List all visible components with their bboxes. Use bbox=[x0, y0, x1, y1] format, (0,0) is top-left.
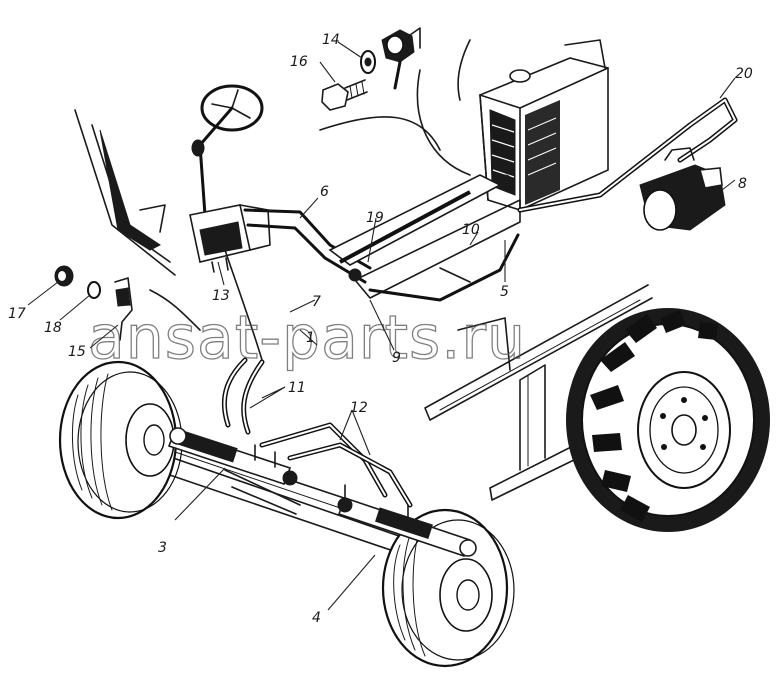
front-left-wheel bbox=[58, 360, 183, 520]
return-line-20 bbox=[517, 97, 738, 213]
hoses-12 bbox=[259, 422, 413, 508]
callout-20: 20 bbox=[735, 66, 753, 82]
leader-lines bbox=[27, 41, 736, 611]
tractor-frame bbox=[424, 284, 653, 501]
callout-16: 16 bbox=[290, 54, 308, 70]
oil-tank bbox=[479, 39, 609, 211]
cab-panel bbox=[74, 109, 201, 331]
steering-pump-unit-13 bbox=[189, 204, 271, 361]
callout-17: 17 bbox=[8, 306, 26, 322]
callout-9: 9 bbox=[392, 350, 401, 366]
steering-wheel bbox=[191, 84, 264, 217]
callout-6: 6 bbox=[320, 184, 329, 200]
callout-5: 5 bbox=[500, 284, 509, 300]
callout-7: 7 bbox=[312, 294, 321, 310]
callout-4: 4 bbox=[312, 610, 321, 626]
pump-8 bbox=[639, 147, 726, 231]
rear-tractor-wheel bbox=[566, 308, 770, 532]
callout-1: 1 bbox=[306, 330, 315, 346]
callout-11: 11 bbox=[288, 380, 306, 396]
key-part bbox=[381, 27, 421, 90]
steering-cylinder-right bbox=[337, 484, 477, 558]
bracket-outline bbox=[319, 39, 471, 176]
callout-15: 15 bbox=[68, 344, 86, 360]
steering-cylinder-left bbox=[167, 427, 298, 486]
callout-14: 14 bbox=[322, 32, 340, 48]
callout-18: 18 bbox=[44, 320, 62, 336]
bracket-15 bbox=[114, 277, 133, 341]
filter-line-19-10 bbox=[328, 174, 521, 302]
callout-3: 3 bbox=[158, 540, 167, 556]
callout-8: 8 bbox=[738, 176, 747, 192]
washer-18 bbox=[87, 281, 101, 299]
watermark: ansat-parts.ru bbox=[88, 303, 526, 373]
bolt-16 bbox=[321, 79, 368, 111]
callout-13: 13 bbox=[212, 288, 230, 304]
callout-19: 19 bbox=[366, 210, 384, 226]
callout-12: 12 bbox=[350, 400, 368, 416]
nut-17 bbox=[54, 265, 74, 287]
washer-14 bbox=[360, 50, 376, 74]
hoses-11 bbox=[221, 357, 265, 435]
callout-10: 10 bbox=[462, 222, 480, 238]
